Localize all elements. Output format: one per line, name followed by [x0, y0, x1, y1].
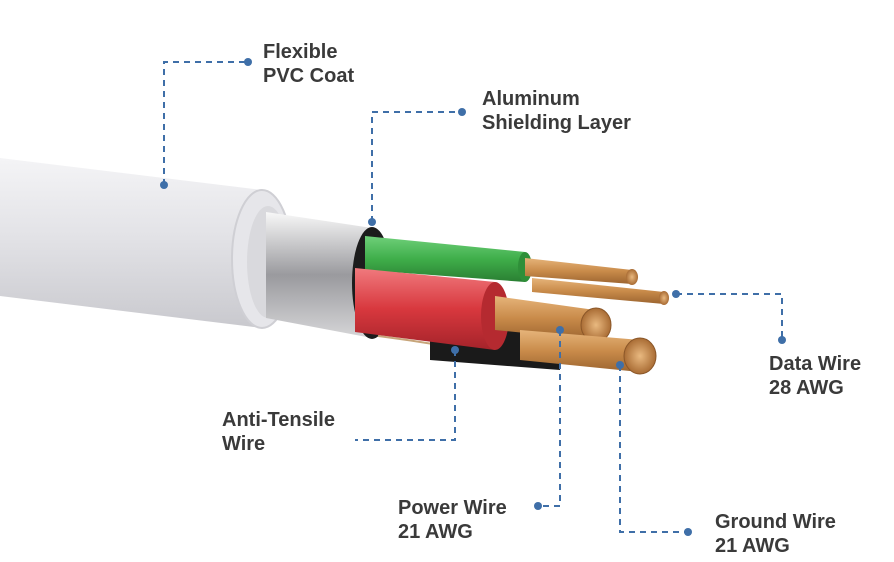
- anti-tensile-label: Anti-Tensile Wire: [222, 409, 335, 455]
- red-power-wire: [355, 268, 612, 350]
- ground-wire: [520, 330, 657, 375]
- leader-lines: [163, 61, 783, 533]
- pvc-jacket: [0, 158, 293, 329]
- aluminum-shield-label: Aluminum Shielding Layer: [482, 88, 631, 134]
- ground-wire-label: Ground Wire 21 AWG: [715, 511, 836, 557]
- data-wire-label: Data Wire 28 AWG: [769, 353, 862, 399]
- pvc-coat-label: Flexible PVC Coat: [263, 41, 355, 87]
- green-data-wire: [365, 236, 669, 305]
- power-wire-label: Power Wire 21 AWG: [398, 497, 507, 543]
- leader-dots: [160, 58, 786, 536]
